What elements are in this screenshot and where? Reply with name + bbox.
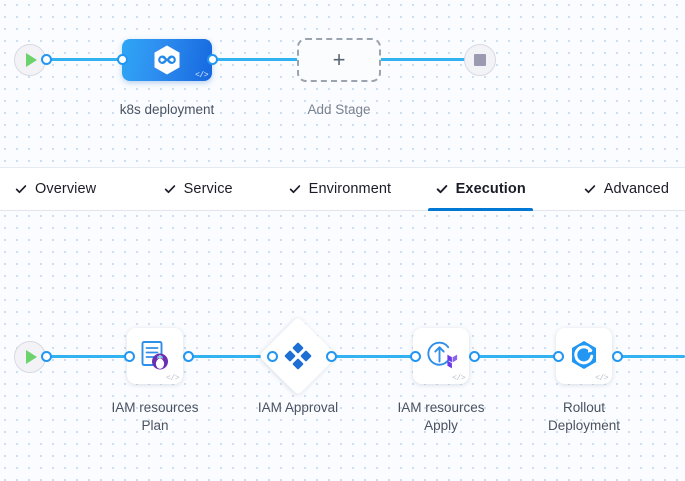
plus-icon: + (332, 47, 346, 72)
step-label-iam-approval: IAM Approval (257, 400, 339, 415)
tab-advanced-label: Advanced (603, 181, 669, 197)
step-code-badge[interactable]: </> (595, 374, 608, 383)
tab-service[interactable]: Service (147, 168, 249, 210)
tab-environment[interactable]: Environment (272, 168, 408, 210)
step-label-rollout-deployment: Rollout Deployment (547, 400, 621, 433)
connector-start-to-plan (44, 355, 130, 358)
step-node-rollout-deployment[interactable]: </> (556, 328, 612, 384)
terraform-apply-icon (427, 341, 458, 369)
port-approval-out[interactable] (326, 351, 337, 362)
tab-spacer (542, 168, 567, 210)
tab-execution[interactable]: Execution (419, 168, 542, 211)
connector-rollout-out (617, 355, 685, 358)
port-plan-out[interactable] (183, 351, 194, 362)
add-stage-label: Add Stage (307, 102, 371, 117)
connector-k8s-to-addstage (210, 58, 302, 61)
stop-icon (474, 54, 486, 66)
port-rollout-in[interactable] (553, 351, 564, 362)
step-code-badge[interactable]: </> (452, 374, 465, 383)
execution-start-node[interactable] (14, 341, 46, 373)
port-apply-out[interactable] (469, 351, 480, 362)
step-node-iam-resources-plan[interactable]: </> (127, 328, 183, 384)
port-exec-start-out[interactable] (41, 351, 52, 362)
stage-canvas[interactable]: </> k8s deployment + Add Stage (0, 0, 685, 167)
tab-spacer (407, 168, 418, 210)
step-label-iam-resources-plan: IAM resources Plan (111, 400, 199, 433)
step-node-iam-approval[interactable] (258, 316, 338, 396)
connector-plan-to-approval (188, 355, 273, 358)
stage-code-badge[interactable]: </> (195, 71, 208, 80)
port-k8s-in[interactable] (117, 54, 128, 65)
connector-approval-to-apply (331, 355, 416, 358)
approval-diamond-icon (284, 342, 312, 370)
port-apply-in[interactable] (410, 351, 421, 362)
execution-steps-canvas[interactable]: </> IAM resources Plan IAM Approval (0, 211, 685, 481)
tab-overview-label: Overview (35, 181, 97, 197)
pipeline-start-node[interactable] (14, 44, 46, 76)
connector-apply-to-rollout (474, 355, 559, 358)
tab-execution-label: Execution (455, 181, 526, 197)
check-icon (289, 185, 300, 194)
pipeline-end-node[interactable] (464, 44, 496, 76)
stage-config-tabs: Overview Service Environment Execution (0, 167, 685, 211)
stage-label-k8s-deployment: k8s deployment (119, 102, 215, 117)
play-icon (26, 53, 37, 67)
check-icon (164, 185, 175, 194)
port-start-out[interactable] (41, 54, 52, 65)
step-code-badge[interactable]: </> (166, 374, 179, 383)
stage-node-k8s-deployment[interactable]: </> (122, 39, 212, 81)
check-icon (436, 185, 447, 194)
k8s-rollout-hexagon-icon (572, 341, 596, 369)
tab-spacer (112, 168, 146, 210)
add-stage-button[interactable]: + (297, 38, 381, 82)
port-approval-in[interactable] (267, 351, 278, 362)
connector-addstage-to-end (379, 58, 469, 61)
check-icon (584, 185, 595, 194)
step-node-iam-resources-apply[interactable]: </> (413, 328, 469, 384)
tab-overview[interactable]: Overview (0, 168, 112, 210)
tab-service-label: Service (183, 181, 233, 197)
play-icon (26, 350, 37, 364)
tab-advanced[interactable]: Advanced (567, 168, 685, 210)
port-plan-in[interactable] (124, 351, 135, 362)
harness-cd-hexagon-icon (154, 45, 180, 75)
port-rollout-out[interactable] (612, 351, 623, 362)
step-label-iam-resources-apply: IAM resources Apply (397, 400, 485, 433)
connector-start-to-k8s (44, 58, 124, 61)
terraform-plan-icon (141, 341, 168, 370)
tab-spacer (249, 168, 272, 210)
tab-environment-label: Environment (308, 181, 392, 197)
port-k8s-out[interactable] (207, 54, 218, 65)
check-icon (15, 185, 27, 194)
